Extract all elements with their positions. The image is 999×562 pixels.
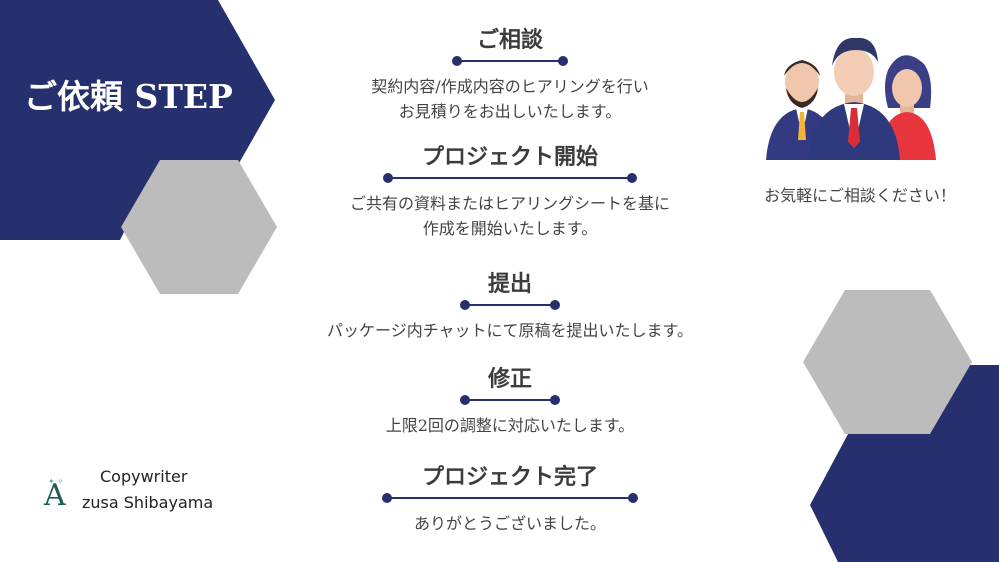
gray-hexagon-left [121, 160, 277, 294]
step-divider [460, 395, 560, 405]
author-logo: ✦ ✧ A Copywriter zusa Shibayama [44, 465, 244, 525]
step-description-line: ありがとうございました。 [413, 514, 606, 533]
step-description: パッケージ内チャットにて原稿を提出いたします。 [300, 318, 720, 343]
sparkle-icon: ✦ ✧ [48, 477, 64, 486]
step-heading: ご相談 [476, 27, 543, 53]
step-description: ご共有の資料またはヒアリングシートを基に 作成を開始いたします。 [300, 191, 720, 241]
logo-mark: A [44, 478, 66, 513]
step-divider [382, 493, 638, 503]
step-description: ありがとうございました。 [300, 511, 720, 536]
logo-subtitle: Copywriter [100, 467, 188, 486]
step-description-line: ご共有の資料またはヒアリングシートを基に [349, 194, 670, 213]
step-project-complete: プロジェクト完了 ありがとうございました。 [300, 463, 720, 536]
logo-name: zusa Shibayama [82, 493, 214, 512]
contact-message: お気軽にご相談ください！ [764, 186, 956, 205]
step-divider [460, 300, 560, 310]
step-description: 契約内容/作成内容のヒアリングを行い お見積りをお出しいたします。 [300, 74, 720, 124]
step-description-line: 上限2回の調整に対応いたします。 [385, 416, 635, 435]
navy-hexagon-right [810, 365, 999, 562]
step-description: 上限2回の調整に対応いたします。 [300, 413, 720, 438]
step-consultation: ご相談 契約内容/作成内容のヒアリングを行い お見積りをお出しいたします。 [300, 26, 720, 124]
page-title: ご依頼 STEP [24, 77, 233, 116]
step-description-line: 契約内容/作成内容のヒアリングを行い [371, 77, 649, 96]
step-description-line: 作成を開始いたします。 [422, 219, 598, 238]
step-heading: プロジェクト開始 [421, 144, 598, 170]
step-revision: 修正 上限2回の調整に対応いたします。 [300, 365, 720, 438]
gray-hexagon-right [803, 290, 972, 434]
step-heading: 提出 [487, 271, 532, 297]
navy-banner-shape [0, 0, 275, 200]
step-description-line: お見積りをお出しいたします。 [398, 102, 622, 121]
people-group-icon [766, 37, 936, 160]
step-submission: 提出 パッケージ内チャットにて原稿を提出いたします。 [300, 270, 720, 343]
step-divider [452, 56, 568, 66]
navy-banner-strip [0, 200, 140, 240]
step-heading: 修正 [487, 366, 532, 392]
step-project-start: プロジェクト開始 ご共有の資料またはヒアリングシートを基に 作成を開始いたします… [300, 143, 720, 241]
step-description-line: パッケージ内チャットにて原稿を提出いたします。 [327, 321, 693, 340]
step-divider [383, 173, 637, 183]
step-heading: プロジェクト完了 [421, 464, 598, 490]
